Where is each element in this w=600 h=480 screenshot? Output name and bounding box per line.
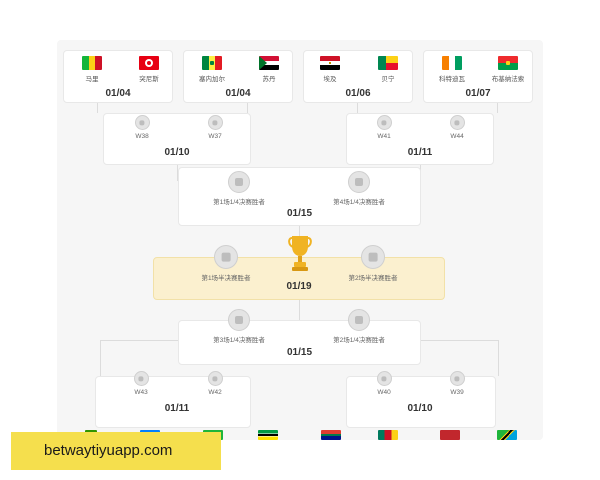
- team-name: 布基纳法索: [491, 76, 525, 83]
- match-date: 01/04: [105, 88, 131, 99]
- match-date: 01/10: [407, 403, 433, 414]
- sf-slot: 第3场1/4决赛胜者: [199, 309, 279, 344]
- egypt-flag-icon: [320, 56, 340, 70]
- sf-match-bottom[interactable]: [178, 320, 421, 365]
- qf-match-4[interactable]: [346, 376, 496, 428]
- ivory-coast-flag-icon: [442, 56, 462, 70]
- team-name: 马里: [85, 76, 99, 83]
- sudan-flag-icon: [259, 56, 279, 70]
- team-egypt: 埃及: [300, 56, 360, 83]
- qf-slot: W43: [101, 371, 181, 396]
- soccer-ball-icon: [228, 171, 250, 193]
- slot-label: 第2场半决赛胜者: [348, 275, 398, 282]
- qf-slot: W37: [175, 115, 255, 140]
- qf-slot: W44: [417, 115, 497, 140]
- match-date: 01/19: [286, 281, 312, 292]
- team-mali: 马里: [62, 56, 122, 83]
- team-name: 突尼斯: [139, 76, 159, 83]
- soccer-ball-icon: [449, 371, 465, 386]
- soccer-ball-icon: [134, 115, 150, 130]
- benin-flag-icon: [378, 56, 398, 70]
- senegal-flag-icon: [202, 56, 222, 70]
- slot-label: 第1场半决赛胜者: [201, 275, 251, 282]
- soccer-ball-icon: [348, 171, 370, 193]
- team-burkina-faso: 布基纳法索: [478, 56, 538, 83]
- soccer-ball-icon: [348, 309, 370, 331]
- slot-label: W43: [134, 389, 148, 396]
- match-date: 01/11: [407, 147, 433, 158]
- bracket-connector: [100, 340, 178, 376]
- qf-slot: W41: [344, 115, 424, 140]
- qf-match-2[interactable]: [346, 113, 494, 165]
- match-date: 01/11: [164, 403, 190, 414]
- soccer-ball-icon: [449, 115, 465, 130]
- slot-label: 第3场1/4决赛胜者: [213, 337, 265, 344]
- sf-slot: 第4场1/4决赛胜者: [319, 171, 399, 206]
- slot-label: W42: [208, 389, 222, 396]
- bracket-connector: [97, 103, 98, 113]
- final-slot: 第1场半决赛胜者: [186, 245, 266, 282]
- qf-slot: W40: [344, 371, 424, 396]
- south-africa-flag-icon: [321, 430, 341, 440]
- cameroon-flag-icon: [378, 430, 398, 440]
- match-date: 01/15: [286, 208, 313, 219]
- match-date: 01/15: [286, 347, 313, 358]
- bracket-connector: [299, 300, 300, 320]
- team-name: 科特迪瓦: [439, 76, 465, 83]
- soccer-ball-icon: [133, 371, 149, 386]
- sf-match-top[interactable]: [178, 167, 421, 226]
- slot-label: W40: [377, 389, 391, 396]
- bracket-connector: [357, 103, 358, 113]
- team-name: 贝宁: [381, 76, 395, 83]
- sf-slot: 第2场1/4决赛胜者: [319, 309, 399, 344]
- team-ivory-coast: 科特迪瓦: [422, 56, 482, 83]
- slot-label: W44: [450, 133, 464, 140]
- qf-match-3[interactable]: [95, 376, 251, 428]
- team-name: 苏丹: [262, 76, 276, 83]
- qf-match-1[interactable]: [103, 113, 251, 165]
- qf-slot: W39: [417, 371, 497, 396]
- tunisia-flag-icon: [139, 56, 159, 70]
- watermark-text: betwaytiyuapp.com: [44, 442, 173, 459]
- sf-slot: 第1场1/4决赛胜者: [199, 171, 279, 206]
- trophy-icon: [288, 236, 312, 271]
- qf-slot: W42: [175, 371, 255, 396]
- slot-label: W38: [135, 133, 149, 140]
- team-name: 埃及: [323, 76, 337, 83]
- soccer-ball-icon: [228, 309, 250, 331]
- soccer-ball-icon: [376, 371, 392, 386]
- team-name: 塞内加尔: [199, 76, 225, 83]
- mali-flag-icon: [82, 56, 102, 70]
- bracket-connector: [497, 103, 498, 113]
- slot-label: 第2场1/4决赛胜者: [333, 337, 385, 344]
- soccer-ball-icon: [207, 371, 223, 386]
- slot-label: 第4场1/4决赛胜者: [333, 199, 385, 206]
- final-slot: 第2场半决赛胜者: [333, 245, 413, 282]
- team-tunisia: 突尼斯: [119, 56, 179, 83]
- team-sudan: 苏丹: [239, 56, 299, 83]
- bracket-connector: [421, 340, 499, 376]
- morocco-flag-icon: [440, 430, 460, 440]
- match-date: 01/04: [225, 88, 251, 99]
- team-benin: 贝宁: [358, 56, 418, 83]
- slot-label: W41: [377, 133, 391, 140]
- match-date: 01/07: [465, 88, 491, 99]
- mozambique-flag-icon: [258, 430, 278, 440]
- bracket-connector: [247, 103, 248, 113]
- tanzania-flag-icon: [497, 430, 517, 440]
- soccer-ball-icon: [376, 115, 392, 130]
- match-date: 01/10: [164, 147, 190, 158]
- slot-label: 第1场1/4决赛胜者: [213, 199, 265, 206]
- team-senegal: 塞内加尔: [182, 56, 242, 83]
- qf-slot: W38: [102, 115, 182, 140]
- slot-label: W39: [450, 389, 464, 396]
- match-date: 01/06: [345, 88, 371, 99]
- soccer-ball-icon: [207, 115, 223, 130]
- soccer-ball-icon: [361, 245, 385, 269]
- bracket-connector: [177, 165, 178, 181]
- slot-label: W37: [208, 133, 222, 140]
- burkina-faso-flag-icon: [498, 56, 518, 70]
- soccer-ball-icon: [214, 245, 238, 269]
- watermark-banner: betwaytiyuapp.com: [11, 432, 221, 470]
